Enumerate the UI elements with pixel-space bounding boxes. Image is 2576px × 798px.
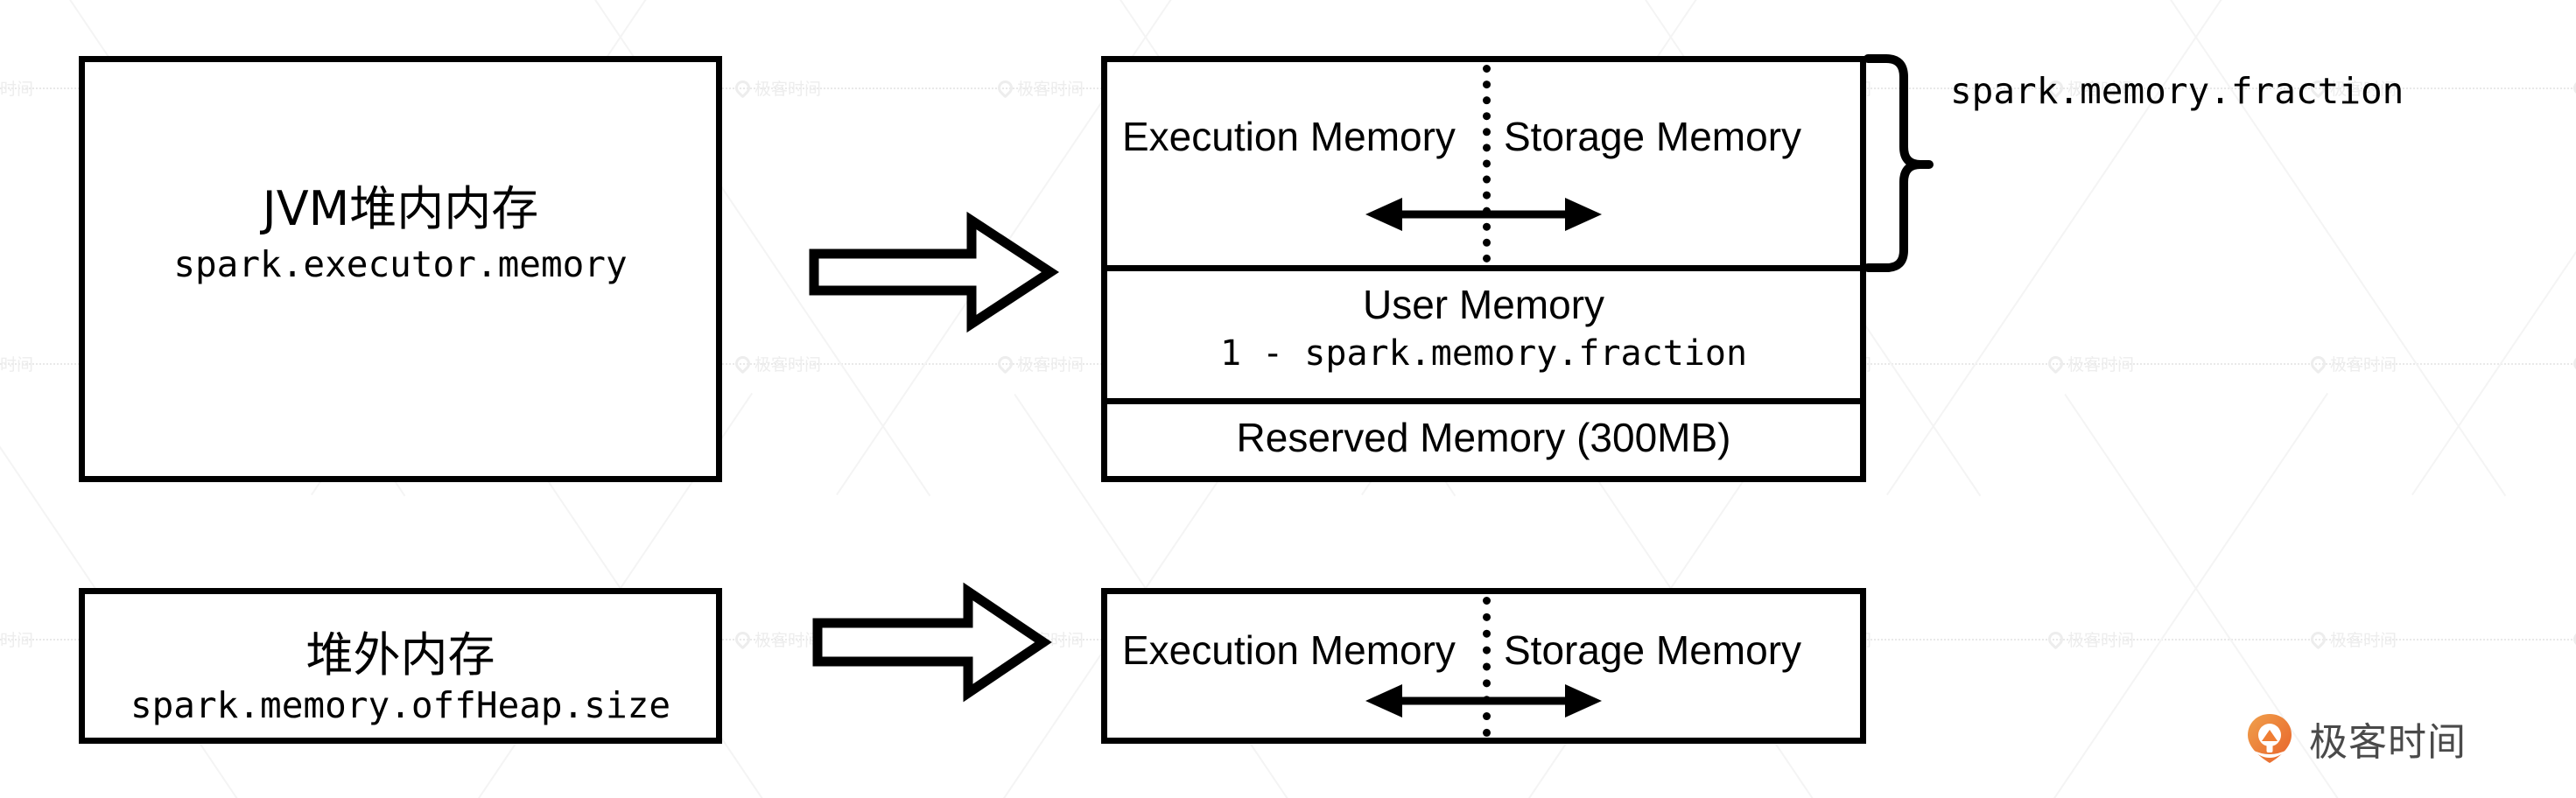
source-heap-content: JVM堆内内存 spark.executor.memory xyxy=(79,56,722,482)
source-box-heap-lower xyxy=(79,56,722,482)
user-memory-config: 1 - spark.memory.fraction xyxy=(1219,333,1748,374)
watermark-tag-text: 极客时间 xyxy=(755,80,822,99)
watermark-tag: 极客时间 xyxy=(994,76,1084,100)
user-memory-label: User Memory xyxy=(1362,282,1605,327)
watermark-tag-text: 极客时间 xyxy=(1017,355,1084,374)
location-pin-icon xyxy=(732,353,754,374)
location-pin-icon xyxy=(2045,628,2067,650)
source-offheap-content: 堆外内存 spark.memory.offHeap.size xyxy=(79,588,722,744)
watermark-tag-text: 极客时间 xyxy=(0,355,34,374)
geektime-logo-text: 极客时间 xyxy=(2309,720,2467,765)
watermark-tag: 极客时间 xyxy=(732,76,822,100)
watermark-tag: 极客时间 xyxy=(0,352,33,375)
watermark-tag-text: 极客时间 xyxy=(2330,631,2397,650)
watermark-tag: 极客时间 xyxy=(0,76,33,100)
location-pin-icon xyxy=(994,77,1016,99)
execution-memory-label-heap: Execution Memory xyxy=(1122,114,1456,159)
region-user-memory: User Memory 1 - spark.memory.fraction xyxy=(1101,265,1866,398)
watermark-diagonal xyxy=(2411,0,2576,496)
divider-user-reserved xyxy=(1101,398,1866,404)
watermark-tag: 极客时间 xyxy=(2307,352,2397,375)
watermark-tag: 极客时间 xyxy=(2045,627,2135,651)
location-pin-icon xyxy=(994,353,1016,374)
location-pin-icon xyxy=(2570,353,2576,374)
geektime-logo: 极客时间 xyxy=(2243,710,2467,766)
location-pin-icon xyxy=(732,77,754,99)
source-offheap-config: spark.memory.offHeap.size xyxy=(130,684,671,726)
region-reserved-memory: Reserved Memory (300MB) xyxy=(1101,398,1866,482)
reserved-memory-label: Reserved Memory (300MB) xyxy=(1236,415,1731,460)
watermark-tag: 极客时间 xyxy=(732,352,822,375)
geektime-pin-logo-icon xyxy=(2248,714,2292,763)
brace-label-memory-fraction: spark.memory.fraction xyxy=(1950,70,2404,112)
location-pin-icon xyxy=(732,628,754,650)
storage-memory-label-offheap: Storage Memory xyxy=(1504,627,1802,673)
brace-memory-fraction xyxy=(1864,54,1925,272)
watermark-tag: 极客时间 xyxy=(2045,352,2135,375)
location-pin-icon xyxy=(2307,628,2329,650)
location-pin-icon xyxy=(2570,628,2576,650)
divider-unified-user xyxy=(1101,265,1866,271)
region-unified-heap: Execution Memory Storage Memory xyxy=(1101,56,1866,265)
watermark-tag: 极客时间 xyxy=(2307,627,2397,651)
watermark-tag-text: 极客时间 xyxy=(2067,80,2135,99)
watermark-tag-text: 极客时间 xyxy=(0,631,34,650)
watermark-tag-text: 极客时间 xyxy=(2330,80,2397,99)
source-offheap-title: 堆外内存 xyxy=(305,627,495,682)
watermark-tag-text: 极客时间 xyxy=(755,355,822,374)
watermark-tag-text: 极客时间 xyxy=(1017,631,1084,650)
location-pin-icon xyxy=(2570,77,2576,99)
unified-split-dotted-offheap xyxy=(1483,597,1491,737)
watermark-tag: 极客时间 xyxy=(2045,76,2135,100)
location-pin-icon xyxy=(2307,353,2329,374)
watermark-tag: 极客时间 xyxy=(994,627,1084,651)
watermark-tag-text: 极客时间 xyxy=(755,631,822,650)
watermark-tag-text: 极客时间 xyxy=(2067,355,2135,374)
storage-memory-label-heap: Storage Memory xyxy=(1504,114,1802,159)
watermark-tag-text: 极客时间 xyxy=(2067,631,2135,650)
unified-split-dotted-heap xyxy=(1483,65,1491,262)
watermark-tag-text: 极客时间 xyxy=(1017,80,1084,99)
source-heap-title: JVM堆内内存 xyxy=(262,181,539,236)
source-box-offheap xyxy=(79,588,722,744)
watermark-tag: 极客时间 xyxy=(732,627,822,651)
watermark-tag: 极客时间 xyxy=(2307,76,2397,100)
location-pin-icon xyxy=(2045,353,2067,374)
watermark-tag-text: 极客时间 xyxy=(2330,355,2397,374)
watermark-tag: 极客时间 xyxy=(994,352,1084,375)
watermark-tag: 极客时间 xyxy=(0,627,33,651)
region-unified-offheap: Execution Memory Storage Memory xyxy=(1101,588,1866,744)
location-pin-icon xyxy=(994,628,1016,650)
source-heap-config: spark.executor.memory xyxy=(173,243,628,285)
execution-memory-label-offheap: Execution Memory xyxy=(1122,627,1456,673)
watermark-tag-text: 极客时间 xyxy=(0,80,34,99)
block-arrow-right-heap xyxy=(809,211,1060,333)
